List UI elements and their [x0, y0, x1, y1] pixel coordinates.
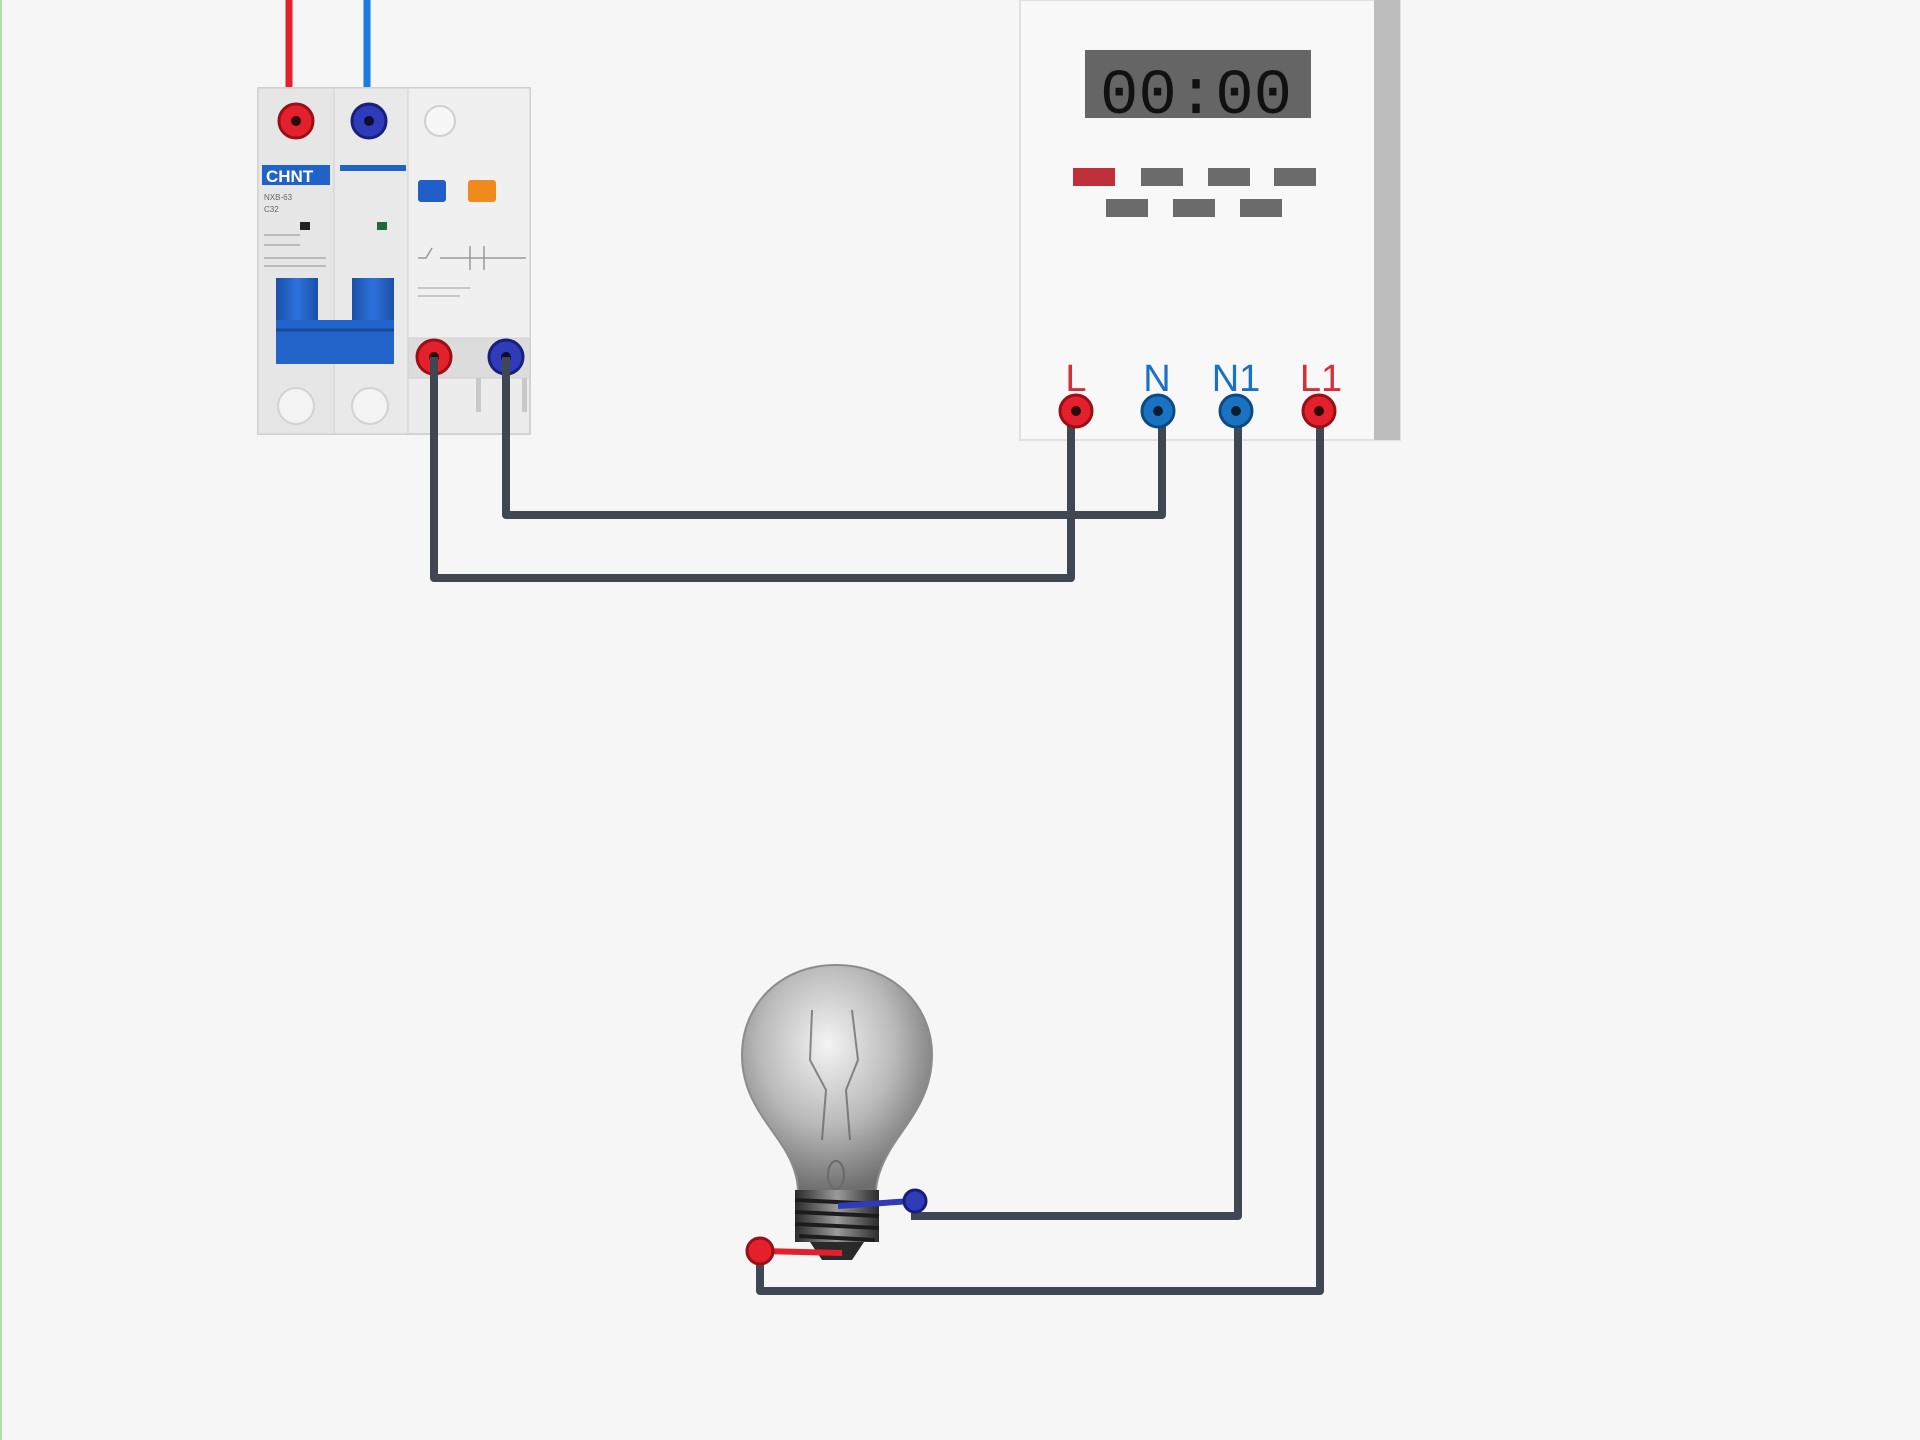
timer-button-hour [1173, 199, 1215, 217]
timer-terminal-label-n1: N1 [1212, 358, 1261, 400]
rcd-test-button [418, 180, 446, 202]
timer-terminal-label-n: N [1143, 358, 1170, 400]
timer-button-minute [1240, 199, 1282, 217]
lamp-neutral-lead [837, 1198, 913, 1209]
wire-timer-n1-to-lamp [911, 411, 1242, 1220]
lamp-live-terminal [745, 1236, 775, 1266]
wire-timer-l1-to-lamp [756, 411, 1324, 1295]
rcd-reset-button [468, 180, 496, 202]
left-edge-line [0, 0, 2, 1440]
breaker-model-label: NXB-63 [264, 193, 293, 202]
light-bulb-icon [740, 963, 934, 1260]
breaker-toggle-handle [276, 278, 394, 364]
timer-button-cancel [1106, 199, 1148, 217]
timer-button-clock [1208, 168, 1250, 186]
wire-breaker-live-to-timer-l [430, 357, 1075, 582]
timer-button-set [1141, 168, 1183, 186]
circuit-breaker-icon: CHNT NXB-63 C32 [257, 87, 531, 435]
timer-terminal-label-l1: L1 [1300, 358, 1342, 400]
timer-button-week [1274, 168, 1316, 186]
timer-button-on-auto [1073, 168, 1115, 186]
breaker-rating-label: C32 [264, 205, 279, 214]
lamp-neutral-terminal [902, 1188, 928, 1214]
timer-display-text: 00:00 [1100, 61, 1292, 133]
breaker-brand-label: CHNT [266, 167, 314, 186]
timer-terminal-label-l: L [1065, 358, 1086, 400]
timer-display [1085, 50, 1311, 118]
wire-breaker-neutral-to-timer-n [502, 357, 1166, 519]
digital-timer-switch-icon: 00:00 [1019, 0, 1401, 441]
